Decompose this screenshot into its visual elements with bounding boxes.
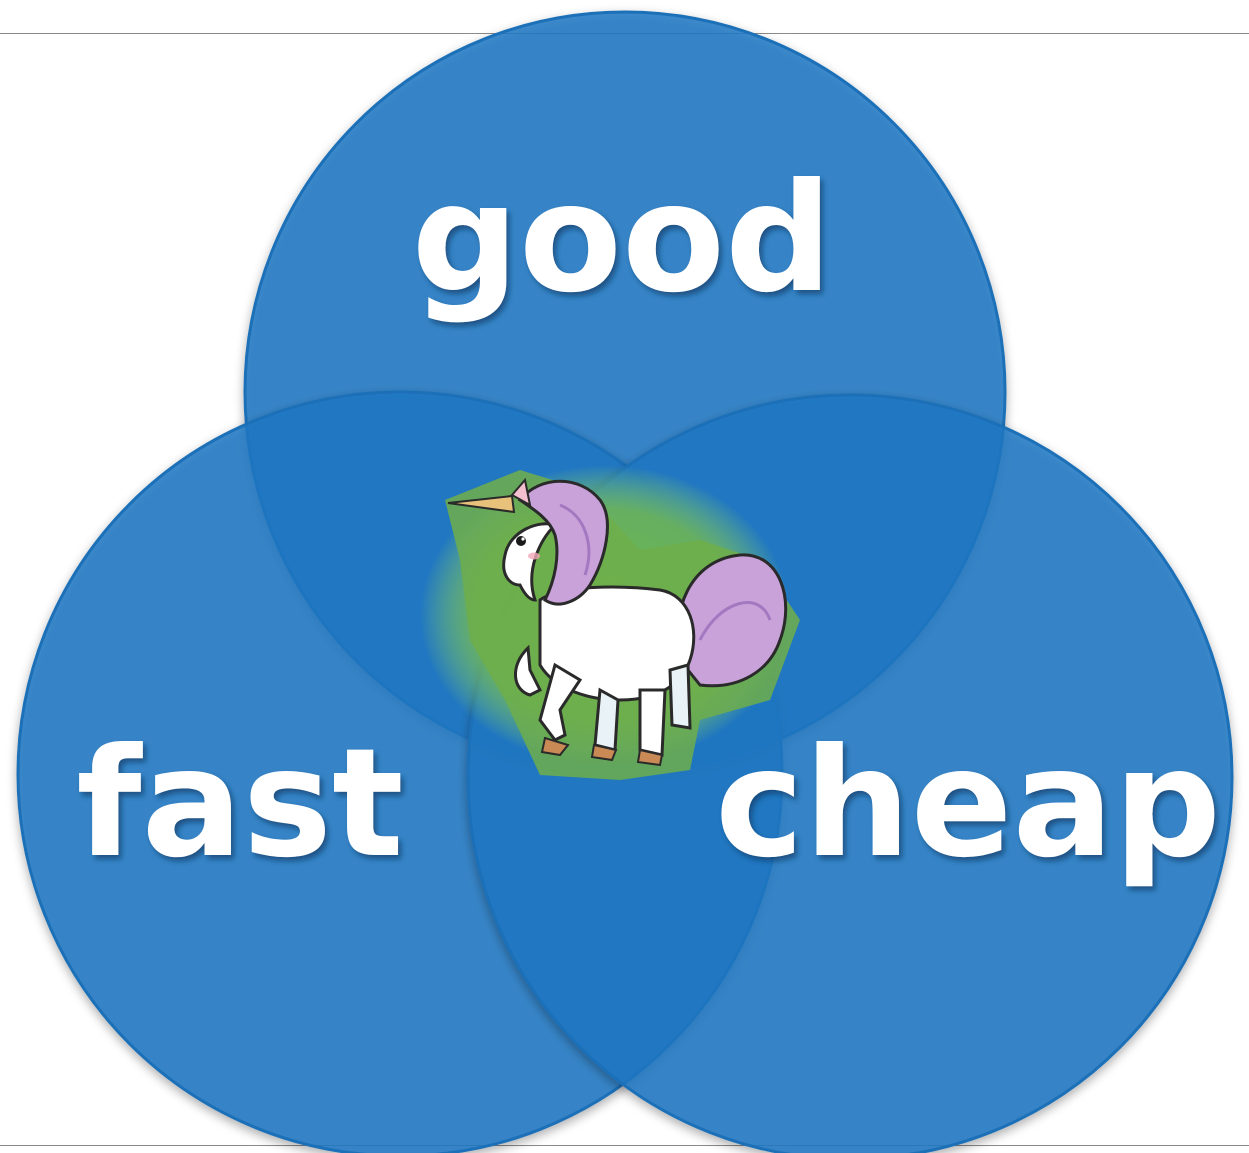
label-cheap: cheap (715, 717, 1221, 891)
label-good: good (412, 152, 833, 326)
bottom-rule (0, 1145, 1249, 1146)
label-fast: fast (76, 717, 403, 891)
unicorn-icon (420, 465, 800, 780)
